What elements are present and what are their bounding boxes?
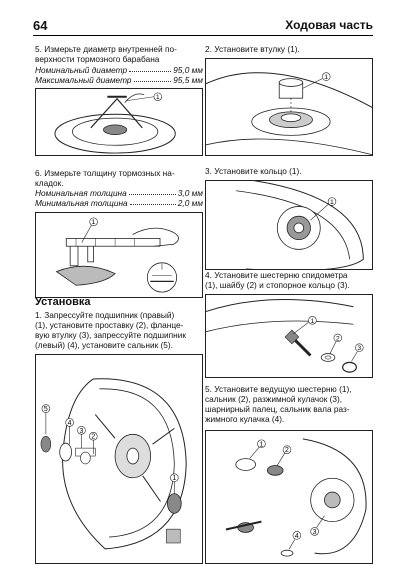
step6-text-line2: кладок. [35, 178, 64, 188]
figure-lining-measure: 1 [35, 212, 203, 298]
r-step4-text-line2: (1), шайбу (2) и стопорное кольцо (3). [205, 280, 350, 290]
figure-drive-gear: 1 2 3 4 [205, 430, 373, 564]
install-text-line3: вую втулку (3), запрессуйте подшипник [35, 330, 186, 340]
page-number: 64 [33, 18, 48, 33]
fig-callout-4: 4 [68, 420, 72, 427]
fig-callout-1: 1 [156, 94, 160, 101]
install-text-line1: 1. Запрессуйте подшипник (правый) [35, 310, 175, 320]
r-step3-text: 3. Установите кольцо (1). [205, 166, 302, 176]
figure-bearing-install: 5 4 3 2 1 [35, 354, 203, 564]
r-step5-text-line3: шарнирный палец, сальник вала раз- [205, 404, 350, 414]
section-title: Ходовая часть [285, 18, 373, 32]
r-step5-text-line2: сальник (2), разжимной кулачок (3), [205, 394, 343, 404]
speedo-gear-illustration: 1 2 3 [206, 299, 364, 373]
lining-measure-illustration: 1 [55, 217, 179, 293]
drive-gear-illustration: 1 2 3 4 [225, 438, 367, 557]
figure-speedo-gear: 1 2 3 [205, 294, 373, 378]
install-heading: Установка [35, 296, 91, 308]
install-text-line4: (левый) (4), установите сальник (5). [35, 340, 173, 350]
bearing-install-illustration: 5 4 3 2 1 [40, 378, 187, 550]
step5-text-line1: 5. Измерьте диаметр внутренней по- [35, 44, 177, 54]
figure-drum-measure: 1 [35, 88, 203, 156]
fig-callout-2: 2 [91, 434, 95, 441]
fig-callout-1: 1 [330, 199, 334, 206]
page-header: 64 Ходовая часть [33, 18, 373, 36]
figure-ring-install: 1 [205, 180, 373, 270]
r-step4-text-line1: 4. Установите шестерню спидометра [205, 270, 348, 280]
fig-callout-1: 1 [92, 219, 96, 226]
fig-callout-1: 1 [172, 475, 176, 482]
figure-sleeve-install: 1 [205, 58, 373, 156]
fig-callout-1: 1 [324, 74, 328, 81]
fig-callout-5: 5 [44, 406, 48, 413]
r-step2-text: 2. Установите втулку (1). [205, 44, 300, 54]
fig-callout-3: 3 [313, 529, 317, 536]
r-step5-text-line1: 5. Установите ведущую шестерню (1), [205, 384, 352, 394]
fig-callout-4: 4 [295, 533, 299, 540]
step6-text-line1: 6. Измерьте толщину тормозных на- [35, 168, 175, 178]
drum-measure-illustration: 1 [54, 92, 176, 154]
ring-install-illustration: 1 [236, 181, 364, 269]
fig-callout-3: 3 [79, 428, 83, 435]
fig-callout-1: 1 [259, 441, 263, 448]
r-step5-text-line4: жимного кулачка (4). [205, 414, 285, 424]
fig-callout-2: 2 [285, 447, 289, 454]
step5-text-line2: верхности тормозного барабана [35, 54, 160, 64]
fig-callout-1: 1 [310, 318, 314, 325]
sleeve-install-illustration: 1 [206, 72, 372, 155]
fig-callout-2: 2 [336, 335, 340, 342]
fig-callout-3: 3 [357, 345, 361, 352]
install-text-line2: (1), установите проставку (2), фланце- [35, 320, 184, 330]
